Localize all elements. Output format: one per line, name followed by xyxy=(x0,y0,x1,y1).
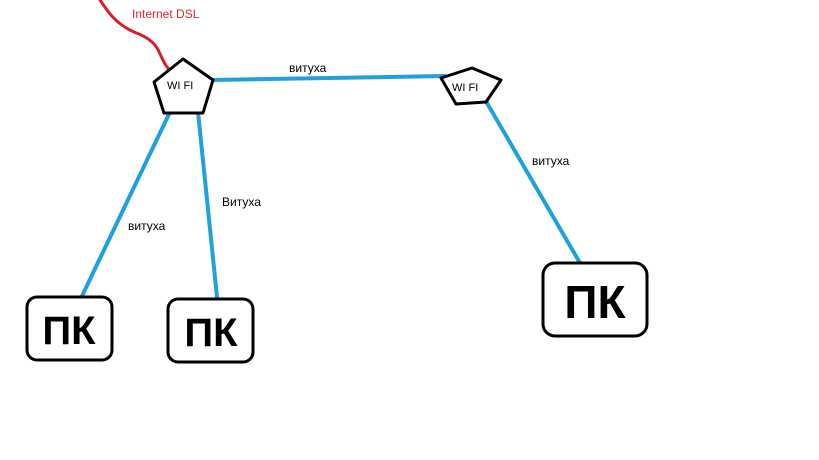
pc-1: ПК xyxy=(25,295,114,362)
cable-router1-pc2 xyxy=(196,110,219,299)
router-1: WI FI xyxy=(152,57,215,115)
link-label-router1-router2: витуха xyxy=(289,61,327,75)
pc-3-box xyxy=(541,261,649,338)
pc-1-label: ПК xyxy=(42,309,96,353)
cable-router2-pc3 xyxy=(485,101,582,265)
pc-2-box xyxy=(166,297,255,364)
pc-2: ПК xyxy=(166,297,255,364)
router-1-pentagon-icon xyxy=(152,57,215,115)
router-2: WI FI xyxy=(439,66,503,106)
pc-3: ПК xyxy=(541,261,649,338)
pc-1-box xyxy=(25,295,114,362)
router-1-label: WI FI xyxy=(167,80,193,92)
link-label-router1-pc1: витуха xyxy=(128,219,166,233)
router-2-label: WI FI xyxy=(452,82,478,94)
cable-router1-router2 xyxy=(209,74,447,82)
internet-dsl-label: Internet DSL xyxy=(132,7,200,21)
pc-3-label: ПК xyxy=(564,276,626,328)
internet-dsl-line xyxy=(98,0,172,72)
link-label-router1-pc2: Витуха xyxy=(222,195,261,209)
router-2-pentagon-icon xyxy=(439,66,503,106)
pc-2-label: ПК xyxy=(184,311,238,355)
cable-router1-pc1 xyxy=(80,110,172,298)
link-label-router2-pc3: витуха xyxy=(532,154,570,168)
